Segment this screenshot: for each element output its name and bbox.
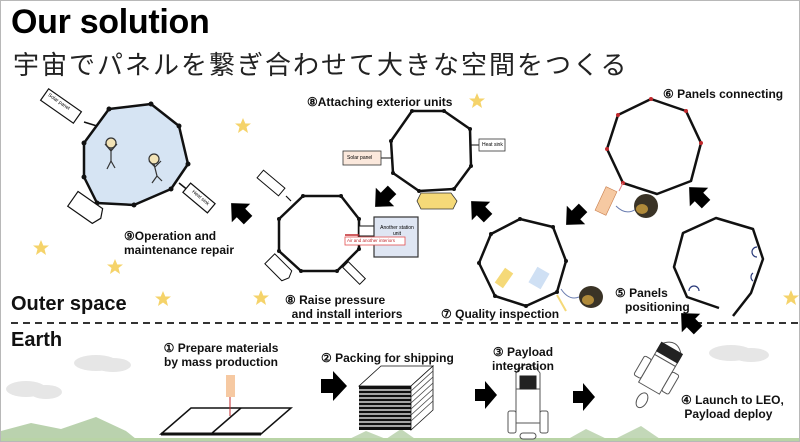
section-outer-space: Outer space <box>11 293 127 315</box>
clouds <box>6 345 769 399</box>
section-earth: Earth <box>11 329 63 351</box>
step-8-exterior-label: ⑧Attaching exterior units <box>307 95 453 109</box>
habitat-module <box>39 87 216 225</box>
another-station-label: Another station unit <box>380 225 414 237</box>
air-interiors-label: Air and another interiors <box>347 238 396 243</box>
panel-sheet <box>158 375 294 436</box>
panels-connecting-module <box>594 97 703 218</box>
stars <box>33 93 799 306</box>
page-subtitle: 宇宙でパネルを繋ぎ合わせて大きな空間をつくる <box>13 51 629 81</box>
heat-sink-label-2: Heat sink <box>482 142 503 148</box>
solar-panel-label-2: Solar panel <box>347 155 373 161</box>
rocket-integration <box>507 364 549 440</box>
step-7-label: ⑦ Quality inspection <box>441 307 560 321</box>
step-6-label: ⑥ Panels connecting <box>663 87 784 101</box>
step-5-label: ⑤ Panels positioning <box>615 286 690 314</box>
step-4-label: ④ Launch to LEO, Payload deploy <box>681 393 784 421</box>
rocket-launch <box>633 341 684 409</box>
ground <box>1 417 799 441</box>
step-2-label: ② Packing for shipping <box>321 351 454 365</box>
quality-inspection-module <box>477 217 603 312</box>
step-8-pressure-label: ⑧ Raise pressure and install interiors <box>285 293 403 321</box>
exterior-units-module <box>342 109 506 210</box>
panels-positioning-module <box>672 216 765 317</box>
panel-stack <box>357 365 435 431</box>
pressure-module <box>256 169 419 286</box>
flow-arrows <box>231 185 711 411</box>
page-title: Our solution <box>11 3 210 41</box>
